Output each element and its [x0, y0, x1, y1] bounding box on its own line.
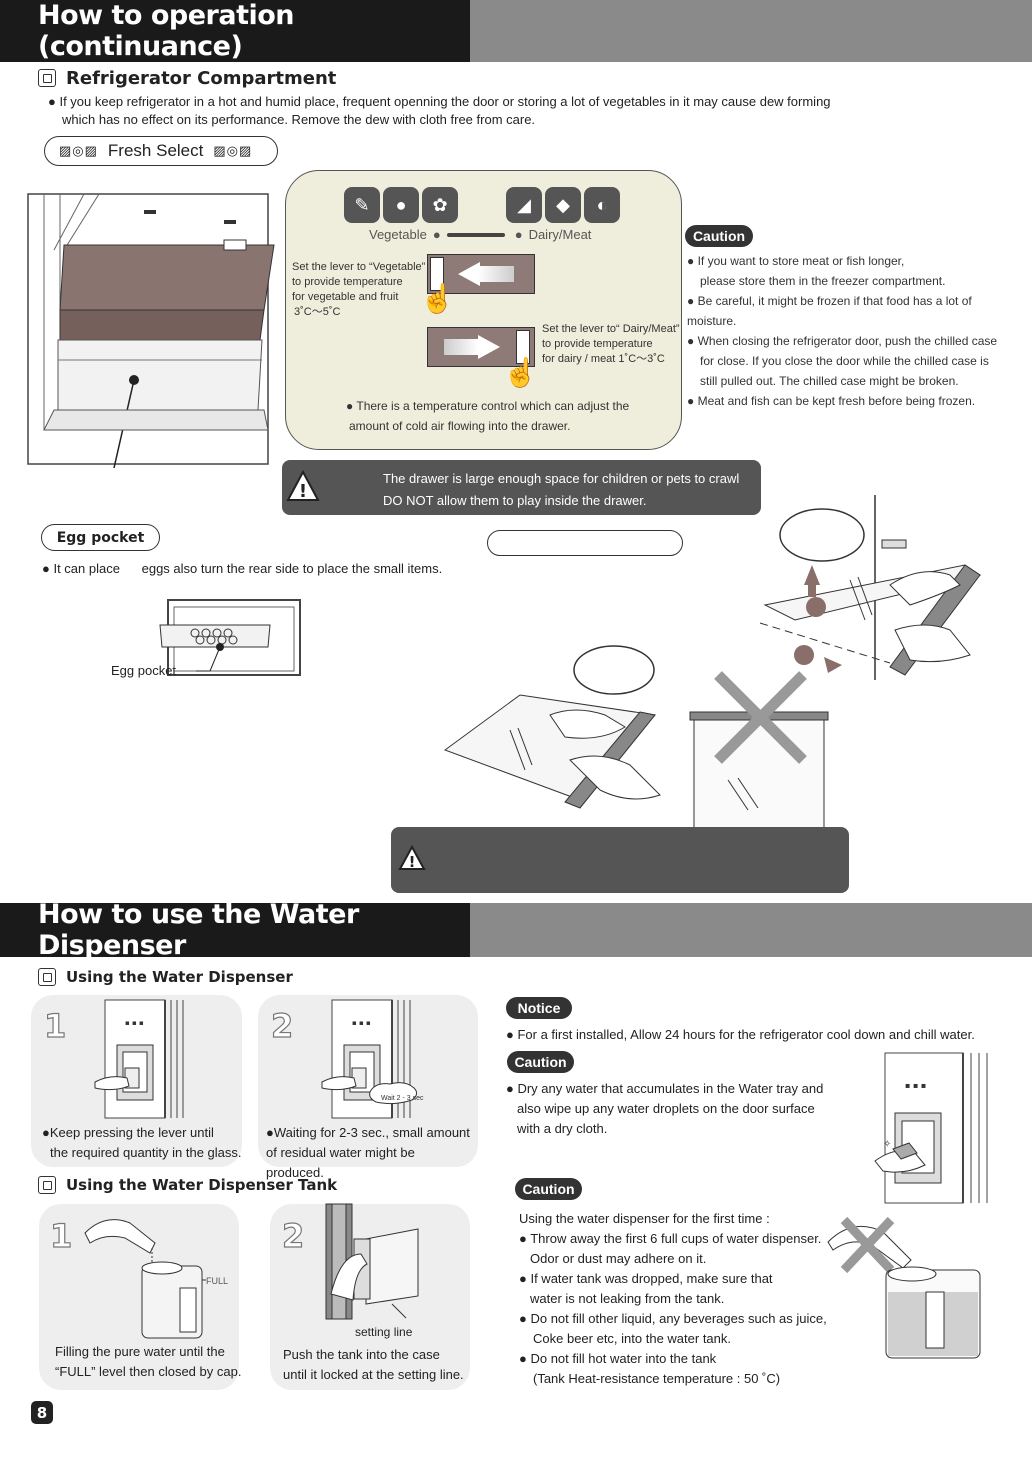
fresh-select-label: Fresh Select [107, 141, 204, 160]
dispenser-section-title: Using the Water Dispenser [38, 966, 293, 988]
fridge-intro-line-2: which has no effect on its performance. … [62, 112, 536, 127]
tank-push-illustration [325, 1203, 419, 1320]
svg-text:▪ ▪ ▪: ▪ ▪ ▪ [125, 1019, 144, 1027]
caution-badge-top: Caution [685, 225, 753, 247]
fridge-drawer-illustration [27, 193, 275, 469]
meat-icon: ◆ [545, 187, 581, 223]
svg-text:▪ ▪ ▪: ▪ ▪ ▪ [352, 1019, 371, 1027]
hand-pointer-icon: ☝ [420, 283, 455, 314]
fresh-icons-left: ▨◎▨ [59, 143, 98, 158]
full-tag: FULL [206, 1276, 229, 1286]
egg-pocket-illustration [159, 599, 301, 676]
lever-scale-bar [446, 233, 505, 237]
top-header-bar [470, 0, 1032, 62]
egg-pocket-caption: Egg pocket [111, 663, 177, 678]
no-bottle-tank-illustration [827, 1216, 981, 1359]
dispenser-wait-illustration: ▪ ▪ ▪ [321, 999, 418, 1119]
glass-shelf-illustration-right [759, 495, 982, 680]
arrow-left-shaft [478, 266, 514, 282]
tank-step-1-text: Filling the pure water until the “FULL” … [55, 1344, 242, 1379]
caution-badge-mid: Caution [507, 1051, 574, 1073]
svg-text:▪ ▪ ▪: ▪ ▪ ▪ [905, 1081, 926, 1090]
top-header-title: How to operation (continuance) [38, 0, 295, 62]
egg-pocket-text: ● It can place eggs also turn the rear s… [42, 561, 443, 576]
shelf-warning-bar [391, 827, 849, 893]
caution-top-text: ● If you want to store meat or fish long… [687, 254, 998, 408]
caution-mid-text: ● Dry any water that accumulates in the … [506, 1081, 824, 1136]
tank-section-title: Using the Water Dispenser Tank [38, 1174, 337, 1196]
square-bullet-icon [38, 1176, 56, 1194]
drawer-warning-text: The drawer is large enough space for chi… [383, 471, 740, 508]
carrot-icon: ✎ [344, 187, 380, 223]
page-number: 8 [31, 1401, 53, 1424]
svg-text:!: ! [299, 481, 307, 502]
square-bullet-icon [38, 968, 56, 986]
svg-text:!: ! [409, 853, 416, 871]
wipe-door-illustration: ▪ ▪ ▪ ✧ [874, 1052, 988, 1204]
grapes-icon: ✿ [422, 187, 458, 223]
fresh-select-pill: ▨◎▨ Fresh Select ▨◎▨ [44, 136, 278, 166]
food-icons-veg: ✎ ● ✿ [344, 187, 458, 223]
step-number: 2 [270, 1006, 294, 1045]
arrow-left-icon [458, 262, 480, 286]
warning-triangle-icon: ! [286, 469, 320, 502]
lever-knob-left [430, 257, 444, 291]
water-header-title: How to use the Water Dispenser [38, 899, 359, 961]
notice-text: ● For a first installed, Allow 24 hours … [506, 1027, 975, 1042]
step-number: 1 [49, 1216, 73, 1255]
water-header-bar [470, 903, 1032, 957]
step-number: 1 [43, 1006, 67, 1045]
arrow-right-icon [478, 335, 500, 359]
lever-note: ● There is a temperature control which c… [346, 399, 630, 433]
cheese-icon: ◢ [506, 187, 542, 223]
water-header: How to use the Water Dispenser [0, 899, 470, 961]
fridge-section-title: Refrigerator Compartment [38, 66, 336, 90]
tank-fill-illustration [84, 1219, 206, 1339]
notice-badge: Notice [506, 997, 572, 1019]
fish-icon: ◐ [584, 187, 620, 223]
tank-step-2-text: Push the tank into the case until it loc… [283, 1347, 464, 1382]
dispenser-step-1-text: ●Keep pressing the lever until the requi… [42, 1125, 242, 1160]
egg-pocket-pill: Egg pocket [41, 524, 160, 551]
fresh-icons-right: ▨◎▨ [213, 143, 253, 158]
dispenser-glass-illustration: ▪ ▪ ▪ [94, 999, 184, 1119]
hand-pointer-icon: ☝ [503, 357, 538, 388]
fridge-intro-line-1: ● If you keep refrigerator in a hot and … [48, 94, 831, 109]
svg-text:✧: ✧ [883, 1139, 891, 1150]
dairy-instruction: Set the lever to“ Dairy/Meat” to provide… [542, 323, 680, 365]
lever-knob-right [516, 330, 530, 364]
dairy-meat-label: Dairy/Meat [528, 227, 592, 242]
setting-line-tag: setting line [355, 1325, 413, 1339]
blank-label-pill [487, 530, 683, 556]
wait-tag: Wait 2 - 3 sec [381, 1095, 424, 1102]
warning-triangle-icon: ! [398, 844, 426, 871]
arrow-right-shaft [444, 339, 478, 355]
step-number: 2 [281, 1216, 305, 1255]
food-icons-dairy: ◢ ◆ ◐ [506, 187, 620, 223]
square-bullet-icon [38, 69, 56, 87]
top-header: How to operation (continuance) [0, 0, 470, 62]
glass-shelf-illustration-left [443, 645, 661, 809]
vegetable-label: Vegetable [369, 227, 427, 242]
shelf-wrong-illustration [689, 671, 829, 835]
drawer-warning-bar [282, 460, 761, 515]
caution-bottom-text: Using the water dispenser for the first … [519, 1211, 827, 1386]
dispenser-step-2-text: ●Waiting for 2-3 sec., small amount of r… [266, 1125, 470, 1180]
veg-instruction: Set the lever to “Vegetable” to provide … [292, 261, 426, 318]
caution-badge-bottom: Caution [515, 1178, 582, 1200]
tomato-icon: ● [383, 187, 419, 223]
lever-scale: Vegetable ● ● Dairy/Meat [369, 227, 592, 242]
